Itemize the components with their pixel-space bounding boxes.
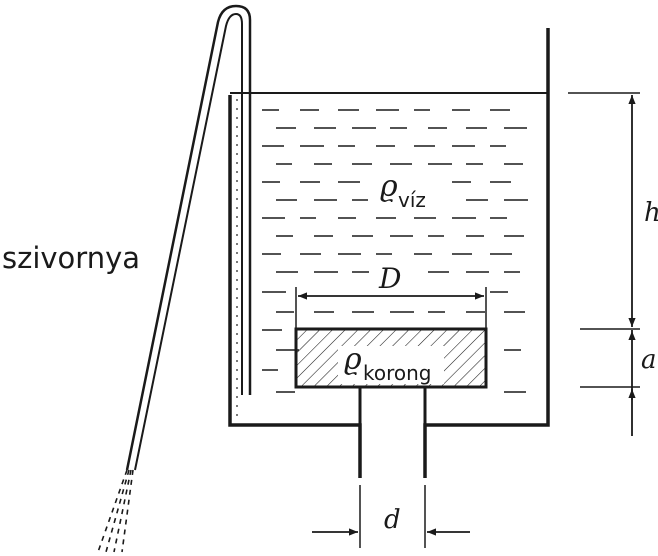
water-dot: [236, 126, 238, 128]
rho-water-symbol: ϱ: [380, 169, 398, 204]
water-dot: [236, 153, 238, 155]
water-dot: [236, 198, 238, 200]
water-dot: [236, 252, 238, 254]
water-dot: [236, 324, 238, 326]
water-dot: [236, 99, 238, 101]
water-dot: [236, 387, 238, 389]
water-dot: [236, 279, 238, 281]
water-dot: [236, 360, 238, 362]
water-dot: [236, 297, 238, 299]
water-dot: [236, 162, 238, 164]
water-dot: [236, 306, 238, 308]
water-dot: [236, 315, 238, 317]
water-dot: [236, 234, 238, 236]
water-dot: [236, 342, 238, 344]
water-dot: [236, 225, 238, 227]
water-dot: [236, 180, 238, 182]
siphon-tube: [125, 4, 252, 471]
disk-label-mask: [338, 346, 444, 384]
water-dot: [236, 207, 238, 209]
water-dot: [236, 405, 238, 407]
water-dot: [236, 216, 238, 218]
water-dot: [236, 117, 238, 119]
d-label: d: [384, 505, 401, 535]
siphon-tube-inner: [134, 12, 243, 471]
water-dot: [236, 369, 238, 371]
water-dot: [236, 144, 238, 146]
water-dot: [236, 189, 238, 191]
water-dot: [236, 108, 238, 110]
water-dot: [236, 171, 238, 173]
water-subscript: víz: [398, 188, 426, 212]
a-label: a: [641, 345, 657, 375]
water-dot: [236, 414, 238, 416]
water-dot: [236, 261, 238, 263]
water-dot: [236, 135, 238, 137]
tank-wall: [228, 28, 550, 478]
water-dot: [236, 396, 238, 398]
water-dot: [236, 378, 238, 380]
disk-subscript: korong: [363, 361, 432, 385]
siphon-label: szivornya: [2, 241, 140, 275]
rho-disk-symbol: ϱ: [344, 342, 362, 377]
water-dot: [236, 333, 238, 335]
h-label: h: [644, 198, 658, 228]
water-dot: [236, 288, 238, 290]
water-dot: [236, 270, 238, 272]
water-dashes: [236, 99, 528, 416]
water-dot: [236, 243, 238, 245]
D-label: D: [378, 262, 401, 295]
siphon-jet: [97, 469, 134, 553]
water-dot: [236, 351, 238, 353]
